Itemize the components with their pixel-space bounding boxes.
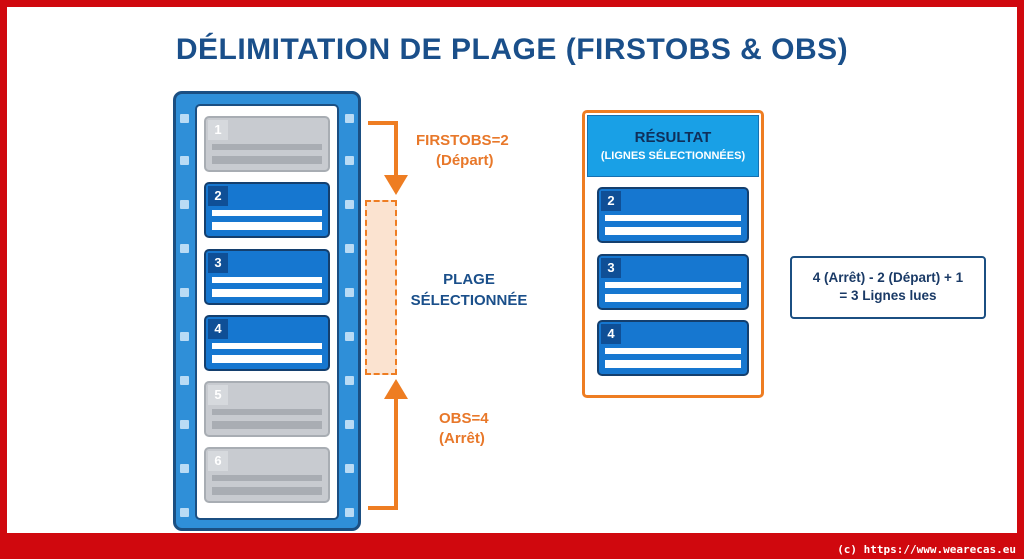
- frame-line: [212, 156, 322, 164]
- sprocket-hole: [180, 420, 189, 429]
- result-subtitle: (LIGNES SÉLECTIONNÉES): [600, 150, 746, 162]
- arrow-up-icon: [384, 379, 408, 399]
- frame-line: [605, 294, 741, 302]
- sprocket-hole: [180, 288, 189, 297]
- frame-line: [212, 343, 322, 349]
- range-label: PLAGE SÉLECTIONNÉE: [399, 269, 539, 311]
- sprocket-hole: [345, 508, 354, 517]
- frame-number: 3: [208, 253, 228, 273]
- sprocket-hole: [345, 420, 354, 429]
- sprocket-hole: [345, 200, 354, 209]
- sprocket-hole: [180, 376, 189, 385]
- obs-label-line1: OBS=4: [439, 410, 489, 427]
- frame-number: 2: [208, 186, 228, 206]
- frame-line: [212, 421, 322, 429]
- arrow-down-icon: [384, 175, 408, 195]
- frame-line: [605, 282, 741, 288]
- firstobs-label-line2: (Départ): [436, 152, 494, 169]
- sprocket-hole: [180, 114, 189, 123]
- firstobs-label: FIRSTOBS=2 (Départ): [416, 131, 509, 171]
- frame-line: [212, 355, 322, 363]
- result-frame-3: 3: [597, 254, 749, 310]
- sprocket-hole: [345, 156, 354, 165]
- frame-line: [212, 222, 322, 230]
- sprocket-hole: [345, 244, 354, 253]
- selected-range-edge: [395, 200, 397, 375]
- frame-line: [605, 360, 741, 368]
- firstobs-label-line1: FIRSTOBS=2: [416, 132, 509, 149]
- frame-line: [605, 348, 741, 354]
- frame-number: 2: [601, 191, 621, 211]
- frame-line: [605, 215, 741, 221]
- sprocket-hole: [345, 114, 354, 123]
- formula-line2: = 3 Lignes lues: [839, 288, 937, 303]
- frame-line: [212, 475, 322, 481]
- range-label-line1: PLAGE: [443, 271, 495, 288]
- sprocket-hole: [180, 464, 189, 473]
- diagram-canvas: DÉLIMITATION DE PLAGE (FIRSTOBS & OBS) 1…: [7, 7, 1017, 533]
- frame-number: 4: [208, 319, 228, 339]
- frame-number: 6: [208, 451, 228, 471]
- film-frame-4: 4: [204, 315, 330, 371]
- frame-line: [212, 409, 322, 415]
- sprocket-hole: [180, 244, 189, 253]
- result-header: RÉSULTAT (LIGNES SÉLECTIONNÉES): [587, 115, 759, 177]
- obs-label: OBS=4 (Arrêt): [439, 409, 489, 449]
- sprocket-hole: [345, 332, 354, 341]
- sprocket-hole: [180, 156, 189, 165]
- sprocket-hole: [180, 332, 189, 341]
- result-title: RÉSULTAT: [634, 129, 712, 146]
- formula-line1: 4 (Arrêt) - 2 (Départ) + 1: [812, 270, 964, 285]
- sprocket-hole: [180, 508, 189, 517]
- copyright-footer: (c) https://www.wearecas.eu: [837, 543, 1016, 556]
- frame-line: [212, 277, 322, 283]
- frame-line: [212, 210, 322, 216]
- film-frame-5: 5: [204, 381, 330, 437]
- selected-range-box: [365, 200, 397, 375]
- sprocket-hole: [180, 200, 189, 209]
- film-frame-6: 6: [204, 447, 330, 503]
- film-frame-2: 2: [204, 182, 330, 238]
- result-frame-2: 2: [597, 187, 749, 243]
- frame-line: [212, 144, 322, 150]
- result-panel: RÉSULTAT (LIGNES SÉLECTIONNÉES) 2 3 4: [582, 110, 764, 398]
- result-frame-4: 4: [597, 320, 749, 376]
- obs-bracket: [368, 506, 398, 510]
- firstobs-arrow-shaft: [394, 121, 398, 179]
- obs-arrow-shaft: [394, 397, 398, 509]
- frame-number: 3: [601, 258, 621, 278]
- film-strip-inner: 1 2 3 4: [195, 104, 339, 520]
- film-strip: 1 2 3 4: [173, 91, 361, 531]
- obs-label-line2: (Arrêt): [439, 430, 485, 447]
- frame-line: [212, 289, 322, 297]
- range-label-line2: SÉLECTIONNÉE: [410, 292, 528, 309]
- sprocket-hole: [345, 288, 354, 297]
- sprocket-hole: [345, 464, 354, 473]
- frame-number: 1: [208, 120, 228, 140]
- sprocket-hole: [345, 376, 354, 385]
- frame-number: 4: [601, 324, 621, 344]
- frame-line: [212, 487, 322, 495]
- frame-number: 5: [208, 385, 228, 405]
- diagram-title: DÉLIMITATION DE PLAGE (FIRSTOBS & OBS): [175, 33, 849, 66]
- film-frame-3: 3: [204, 249, 330, 305]
- formula-box: 4 (Arrêt) - 2 (Départ) + 1 = 3 Lignes lu…: [790, 256, 986, 319]
- firstobs-bracket: [368, 121, 398, 125]
- frame-line: [605, 227, 741, 235]
- film-frame-1: 1: [204, 116, 330, 172]
